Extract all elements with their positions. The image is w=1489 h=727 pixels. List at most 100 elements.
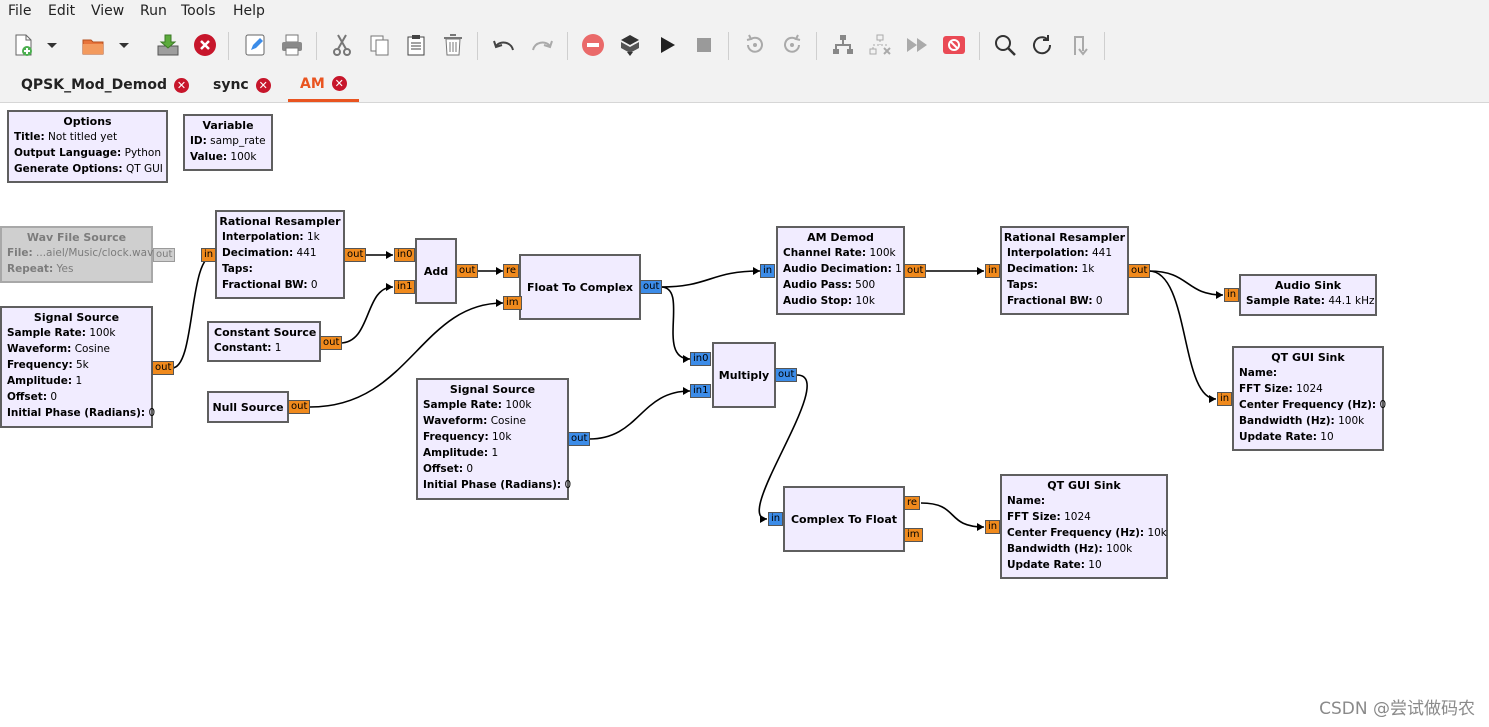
port-in[interactable]: in [985,520,1001,534]
block-options[interactable]: Options Title: Not titled yet Output Lan… [7,110,168,183]
toolbar-separator [477,32,478,60]
generate-icon[interactable] [615,30,645,60]
menu-file[interactable]: File [8,3,32,19]
create-hier-icon[interactable] [1065,30,1095,60]
print-icon[interactable] [277,30,307,60]
block-constant-source[interactable]: Constant Source Constant: 1 [207,321,321,362]
port-out[interactable]: out [456,264,479,278]
port-out[interactable]: out [153,248,176,262]
port-in[interactable]: in [1217,392,1233,406]
redo-icon[interactable] [527,30,557,60]
open-icon[interactable] [78,30,108,60]
rotate-ccw-icon[interactable] [740,30,770,60]
param-key: Fractional BW: [1007,295,1093,307]
block-signal-source[interactable]: Signal Source Sample Rate: 100k Waveform… [0,306,155,428]
stop-icon[interactable] [689,30,719,60]
wire-c2f-to-gui2 [920,502,985,528]
save-icon[interactable] [153,30,183,60]
port-out[interactable]: out [152,361,175,375]
block-signal-source[interactable]: Signal Source Sample Rate: 100k Waveform… [416,378,572,500]
tab-qpsk-mod-demod[interactable]: QPSK_Mod_Demod ✕ [21,68,190,102]
block-variable[interactable]: Variable ID: samp_rate Value: 100k [183,114,273,171]
tab-am[interactable]: AM ✕ [288,68,359,102]
bypass-icon[interactable] [902,30,932,60]
menu-view[interactable]: View [91,3,125,19]
port-in0[interactable]: in0 [690,352,712,366]
enable-block-icon[interactable] [828,30,858,60]
menu-edit[interactable]: Edit [48,3,76,19]
block-add[interactable]: Add [415,238,457,304]
block-title: Add [423,264,449,278]
port-in1[interactable]: in1 [394,280,416,294]
port-in[interactable]: in [201,248,217,262]
param-key: Decimation: [222,247,294,259]
port-out[interactable]: out [640,280,663,294]
port-out[interactable]: out [775,368,798,382]
block-title: Constant Source [214,326,317,339]
block-null-source[interactable]: Null Source [207,391,289,423]
find-icon[interactable] [990,30,1020,60]
wire-f2c-to-mul [660,286,691,360]
menu-help[interactable]: Help [233,3,265,19]
close-icon[interactable] [190,30,220,60]
block-audio-sink[interactable]: Audio Sink Sample Rate: 44.1 kHz [1239,274,1377,316]
close-icon[interactable]: ✕ [174,77,190,93]
kill-icon[interactable] [939,30,969,60]
port-in[interactable]: in [985,264,1001,278]
block-qt-gui-sink[interactable]: QT GUI Sink Name: FFT Size: 1024 Center … [1232,346,1386,451]
edit-icon[interactable] [240,30,270,60]
menu-run[interactable]: Run [140,3,167,19]
block-float-to-complex[interactable]: Float To Complex [519,254,641,320]
port-im[interactable]: im [904,528,923,542]
block-am-demod[interactable]: AM Demod Channel Rate: 100k Audio Decima… [776,226,905,315]
port-re[interactable]: re [503,264,520,278]
block-multiply[interactable]: Multiply [712,342,776,408]
execute-icon[interactable] [652,30,682,60]
delete-icon[interactable] [438,30,468,60]
param-value: 0 [564,479,572,491]
block-rational-resampler[interactable]: Rational Resampler Interpolation: 441 De… [1000,226,1129,315]
param-key: Name: [1007,495,1046,507]
port-out[interactable]: out [288,400,311,414]
port-out[interactable]: out [904,264,927,278]
undo-icon[interactable] [489,30,519,60]
port-out[interactable]: out [320,336,343,350]
block-complex-to-float[interactable]: Complex To Float [783,486,905,552]
port-in1[interactable]: in1 [690,384,712,398]
port-im[interactable]: im [503,296,522,310]
port-in[interactable]: in [760,264,776,278]
block-qt-gui-sink[interactable]: QT GUI Sink Name: FFT Size: 1024 Center … [1000,474,1168,579]
arrow-head [496,267,503,275]
param-key: Taps: [1007,279,1038,291]
disable-icon[interactable] [578,30,608,60]
arrow-head [386,251,393,259]
new-icon[interactable] [8,30,38,60]
block-wav-file-source[interactable]: Wav File Source File: ...aiel/Music/cloc… [0,226,153,283]
param-key: Frequency: [423,431,489,443]
dropdown-icon[interactable] [43,30,61,60]
port-out[interactable]: out [344,248,367,262]
port-out[interactable]: out [568,432,591,446]
port-re[interactable]: re [904,496,921,510]
paste-icon[interactable] [401,30,431,60]
param-key: Offset: [423,463,464,475]
rotate-cw-icon[interactable] [777,30,807,60]
reload-icon[interactable] [1027,30,1057,60]
copy-icon[interactable] [365,30,395,60]
param-key: Frequency: [7,359,73,371]
block-rational-resampler[interactable]: Rational Resampler Interpolation: 1k Dec… [215,210,345,299]
param-value: 0 [466,463,474,475]
close-icon[interactable]: ✕ [331,76,347,91]
dropdown-icon[interactable] [115,30,133,60]
disable-block-icon[interactable] [865,30,895,60]
port-in0[interactable]: in0 [394,248,416,262]
port-out[interactable]: out [1128,264,1151,278]
close-icon[interactable]: ✕ [255,77,271,93]
port-in[interactable]: in [1224,288,1240,302]
tab-label: sync [213,77,249,93]
param-key: Taps: [222,263,253,275]
tab-sync[interactable]: sync ✕ [213,68,271,102]
port-in[interactable]: in [768,512,784,526]
cut-icon[interactable] [327,30,357,60]
menu-tools[interactable]: Tools [181,3,216,19]
